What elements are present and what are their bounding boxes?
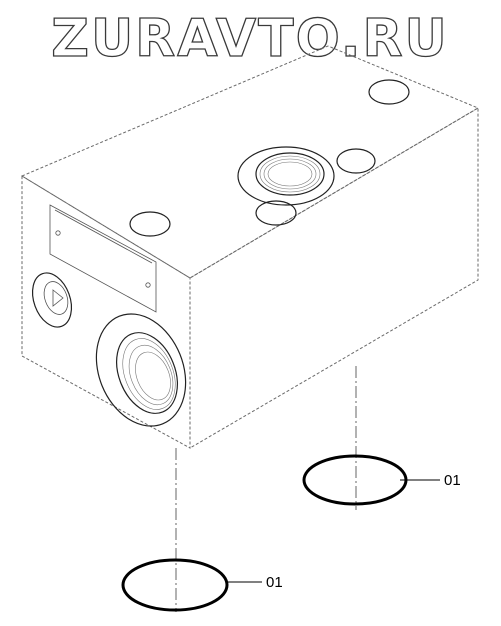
o-ring-right: [302, 454, 408, 506]
top-port-small-right: [336, 148, 376, 174]
top-port-small-left: [129, 211, 171, 237]
side-port-plug: [31, 272, 73, 328]
watermark-logo: ZURAVTO.RU: [51, 9, 448, 69]
front-port-threaded: [95, 313, 187, 427]
o-ring-bottom: [121, 558, 229, 612]
valve-block: [20, 45, 480, 449]
top-port-small-front: [255, 200, 297, 226]
name-plate: [49, 204, 157, 313]
block-top-face: [20, 45, 480, 279]
top-port-large-threaded: [237, 146, 335, 206]
block-front-face: [21, 175, 191, 449]
top-port-small-rear: [368, 79, 410, 105]
callout-label-bottom: 01: [266, 574, 283, 591]
block-right-face: [189, 107, 479, 449]
callout-label-right: 01: [444, 472, 461, 489]
